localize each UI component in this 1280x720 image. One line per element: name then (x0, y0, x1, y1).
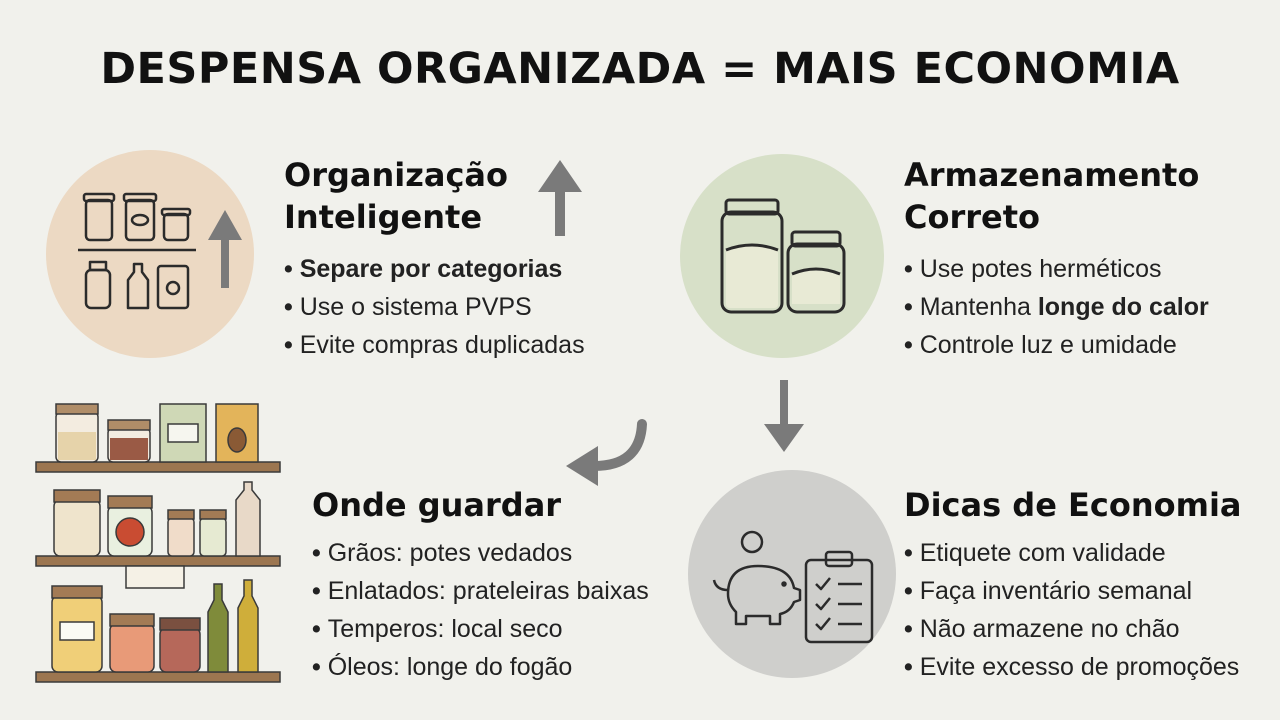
list-item: Grãos: potes vedados (312, 534, 649, 572)
bullet-list: Separe por categorias Use o sistema PVPS… (284, 250, 585, 364)
list-item: Etiquete com validade (904, 534, 1242, 572)
up-arrow-icon (538, 160, 582, 236)
section-heading: Organização Inteligente (284, 154, 585, 238)
pantry-shelves-illustration (35, 403, 281, 683)
list-item: Evite excesso de promoções (904, 648, 1242, 686)
section-dicas: Dicas de Economia Etiquete com validade … (904, 484, 1242, 686)
list-item: Enlatados: prateleiras baixas (312, 572, 649, 610)
list-item: Separe por categorias (284, 250, 585, 288)
section-onde-guardar: Onde guardar Grãos: potes vedados Enlata… (312, 484, 649, 686)
jars-shelf-icon (78, 192, 196, 310)
dicas-circle (688, 470, 896, 678)
list-item: Temperos: local seco (312, 610, 649, 648)
list-item: Faça inventário semanal (904, 572, 1242, 610)
glass-jars-icon (720, 198, 846, 314)
bullet-list: Use potes herméticos Mantenha longe do c… (904, 250, 1209, 364)
section-organizacao: Organização Inteligente Separe por categ… (284, 154, 585, 364)
checklist-icon (804, 550, 874, 644)
organizacao-circle (46, 150, 254, 358)
page-title: DESPENSA ORGANIZADA = MAIS ECONOMIA (100, 44, 1180, 94)
list-item-text: Mantenha (919, 293, 1038, 321)
list-item: Evite compras duplicadas (284, 326, 585, 364)
list-item: Use o sistema PVPS (284, 288, 585, 326)
list-item: Não armazene no chão (904, 610, 1242, 648)
curved-arrow-icon (589, 419, 647, 471)
piggy-bank-icon (712, 530, 802, 626)
section-heading: Dicas de Economia (904, 486, 1242, 524)
section-heading: Armazenamento Correto (904, 154, 1209, 238)
list-item: Mantenha longe do calor (904, 288, 1209, 326)
bullet-list: Etiquete com validade Faça inventário se… (904, 534, 1242, 686)
up-arrow-icon (208, 210, 242, 288)
list-item-emphasis: longe do calor (1037, 293, 1209, 321)
list-item: Óleos: longe do fogão (312, 648, 649, 686)
section-heading: Onde guardar (312, 486, 562, 524)
bullet-list: Grãos: potes vedados Enlatados: pratelei… (312, 534, 649, 686)
heading-line: Inteligente (284, 198, 483, 236)
list-item: Controle luz e umidade (904, 326, 1209, 364)
down-arrow-icon (764, 380, 804, 452)
curved-arrow-head (566, 446, 598, 486)
section-armazenamento: Armazenamento Correto Use potes hermétic… (904, 154, 1209, 364)
heading-line: Correto (904, 198, 1041, 236)
heading-line: Organização (284, 156, 508, 194)
list-item: Use potes herméticos (904, 250, 1209, 288)
heading-line: Armazenamento (904, 156, 1200, 194)
